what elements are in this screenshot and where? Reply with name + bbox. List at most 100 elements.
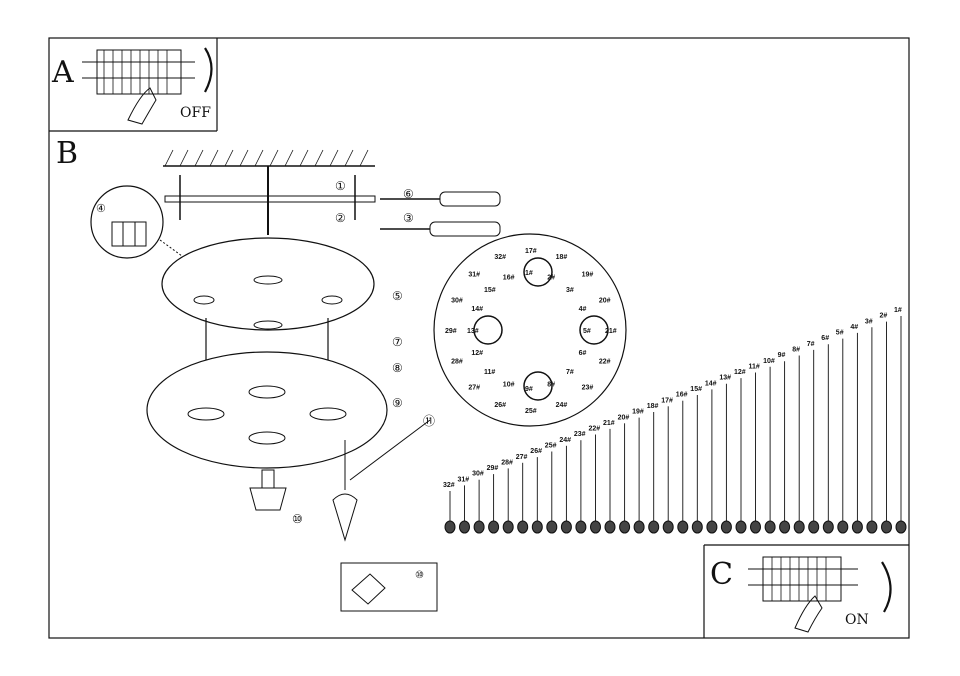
panel-a: A OFF [49,38,218,132]
crystal-icon [332,440,358,542]
strand-label: 13# [719,375,731,382]
panel-a-action: OFF [180,105,211,121]
crystal-drop [575,520,587,534]
crystal-drop [590,520,601,534]
step-6: ⑥ [403,187,414,201]
bulb-icon: ⑩ [249,469,303,526]
step-4: ④ [96,202,106,215]
crystal-drop [764,520,776,534]
step-5: ⑤ [392,289,403,303]
strand-label: 3# [865,318,873,325]
hole-label: 23# [582,385,594,392]
crystal-drop [619,520,631,534]
strand-label: 22# [589,426,601,433]
panel-a-letter: A [51,55,74,90]
crystal-drop [662,520,674,534]
hole-label: 2# [547,274,555,281]
lamp-plate [146,351,388,469]
hole-label: 6# [579,350,587,357]
strand-label: 31# [458,476,470,483]
crystal-drop [488,520,500,534]
outer-frame [48,37,910,639]
strand-label: 1# [894,307,902,314]
crystal-drop [473,520,485,534]
strand-label: 18# [647,403,659,410]
strand-label: 27# [516,454,528,461]
canopy: ⑤ [161,237,403,331]
panel-c-letter: C [710,557,733,592]
step-10: ⑩ [292,512,303,526]
rotate-arrow-icon-c [881,561,892,613]
hole-label: 16# [503,274,515,281]
strand-label: 15# [690,386,702,393]
hole-label: 13# [467,328,479,335]
crystal-drop [633,520,645,534]
crystal-drop [560,520,572,534]
hole-label: 29# [445,328,457,335]
hole-label: 10# [503,382,515,389]
strand-label: 2# [880,313,888,320]
crystal-drop [677,520,689,534]
crystal-drop [691,520,703,534]
crystal-drop [706,520,718,534]
strand-label: 26# [530,448,542,455]
hole-label: 1# [525,270,533,277]
step-7: ⑦ [392,335,403,349]
hole-label: 20# [599,297,611,304]
crystal-drop [881,520,892,534]
crystal-drop [851,520,863,534]
crystal-drop [779,520,791,534]
hole-label: 21# [605,328,617,335]
hole-label: 22# [599,359,611,366]
strand-label: 32# [443,482,455,489]
step-markers-top: ① ② ③ ⑥ [335,179,414,225]
hole-label: 28# [451,359,463,366]
hole-label: 11# [484,369,495,376]
strand-label: 4# [850,324,858,331]
hole-label: 15# [484,287,496,294]
crystal-drop [517,520,529,534]
crystal-drop [546,520,558,534]
strand-label: 11# [749,364,760,371]
strand-label: 10# [763,358,775,365]
hole-label: 26# [494,402,506,409]
screwdriver-icon [380,191,501,237]
strand-label: 29# [487,465,499,472]
step-9: ⑨ [392,396,403,410]
breaker-icon-c [748,556,858,602]
hole-label: 9# [525,386,533,393]
strand-label: 17# [661,397,673,404]
panel-b-letter: B [56,136,78,171]
hole-label: 32# [494,254,506,261]
strand-label: 28# [501,459,513,466]
hole-label: 19# [582,271,594,278]
mounting-bracket [164,166,376,235]
crystal-drop [808,520,820,534]
crystal-drop [531,520,543,534]
hole-label: 5# [583,328,591,335]
strand-label: 30# [472,471,484,478]
crystal-drop [648,520,660,534]
strand-label: 14# [705,380,717,387]
step-3: ③ [403,211,414,225]
crystal-drop [502,520,514,534]
strand-label: 6# [821,335,829,342]
crystal-drop [866,520,878,534]
hand-icon-c [794,595,823,633]
hole-pattern-plate: 1#2#3#4#5#6#7#8#9#10#11#12#13#14#15#16#1… [433,233,627,427]
strand-label: 25# [545,443,557,450]
panel-c-action: ON [845,612,869,628]
step-1: ① [335,179,346,193]
hole-label: 27# [468,385,480,392]
strand-label: 16# [676,392,688,399]
bulb-install-box: ⑩ [340,562,438,612]
hole-label: 3# [566,287,574,294]
hand-icon [127,87,157,125]
hole-label: 18# [556,254,568,261]
wiring-detail: ④ [90,185,183,259]
crystal-drop [735,520,747,534]
strand-label: 9# [778,352,786,359]
strand-label: 21# [603,420,615,427]
crystal-drop [822,520,834,534]
